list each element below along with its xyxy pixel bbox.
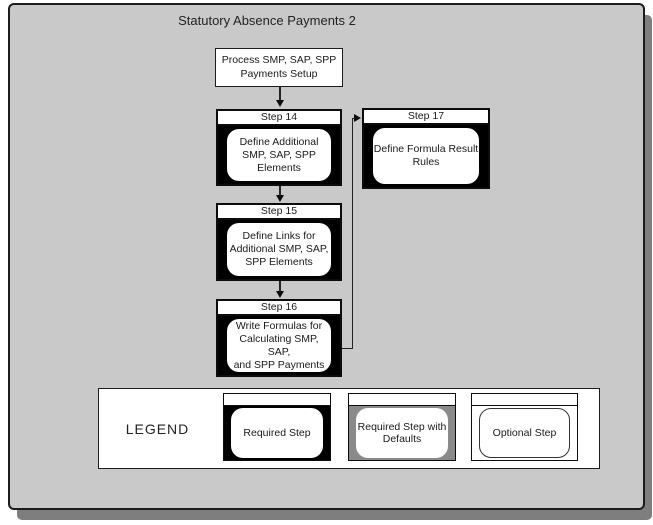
legend-item-required-with-defaults: Required Step with Defaults xyxy=(348,393,456,461)
step-line: and SPP Payments xyxy=(233,358,325,371)
connector-line xyxy=(279,186,281,196)
step-line: SPP Elements xyxy=(245,256,313,268)
step-line: Define Formula Result xyxy=(373,143,479,155)
step-16-body: Write Formulas for Calculating SMP, SAP,… xyxy=(218,316,340,375)
step-line: Define Links for xyxy=(242,230,316,242)
step-line: Calculating SMP, SAP, xyxy=(239,332,319,358)
step-line: Define Additional xyxy=(239,135,319,148)
legend-item-label: Required Step xyxy=(243,427,311,439)
connector-line xyxy=(279,87,281,100)
connector-line xyxy=(342,347,353,349)
step-17-box: Step 17 Define Formula Result Rules xyxy=(362,108,490,189)
step-line: Rules xyxy=(412,156,440,168)
legend-item-inner: Optional Step xyxy=(479,408,570,458)
connector-line xyxy=(352,117,355,119)
legend-item-inner: Required Step xyxy=(231,408,323,458)
step-16-inner: Write Formulas for Calculating SMP, SAP,… xyxy=(227,319,331,372)
arrow-down-icon xyxy=(275,100,284,107)
legend-item-label: Required Step with xyxy=(357,421,447,433)
connector-line xyxy=(351,117,353,349)
diagram-title: Statutory Absence Payments 2 xyxy=(178,13,356,28)
arrow-right-icon xyxy=(354,114,361,122)
legend-item-body: Required Step xyxy=(224,406,330,460)
legend-item-optional: Optional Step xyxy=(471,393,578,461)
step-16-header: Step 16 xyxy=(218,301,340,316)
legend-item-label: Defaults xyxy=(382,433,422,445)
step-17-inner: Define Formula Result Rules xyxy=(373,128,479,184)
step-line: Write Formulas for xyxy=(235,319,323,332)
step-14-inner: Define Additional SMP, SAP, SPP Elements xyxy=(227,129,331,181)
arrow-down-icon xyxy=(275,291,284,298)
legend-item-header xyxy=(349,394,455,406)
legend-item-header xyxy=(224,394,330,406)
legend-label: LEGEND xyxy=(125,420,190,437)
legend-item-body: Optional Step xyxy=(472,406,577,460)
step-line: Elements xyxy=(257,161,301,174)
legend-item-required: Required Step xyxy=(223,393,331,461)
step-16-box: Step 16 Write Formulas for Calculating S… xyxy=(216,299,342,377)
arrow-down-icon xyxy=(275,195,284,202)
legend-item-label: Optional Step xyxy=(492,427,557,439)
connector-line xyxy=(279,281,281,291)
start-box-line: Payments Setup xyxy=(240,67,318,80)
start-box-line: Process SMP, SAP, SPP xyxy=(221,54,337,66)
legend-item-header xyxy=(472,394,577,406)
step-line: SMP, SAP, SPP xyxy=(242,148,316,161)
step-line: Additional SMP, SAP, xyxy=(229,243,329,255)
legend-item-body: Required Step with Defaults xyxy=(349,406,455,460)
step-15-header: Step 15 xyxy=(218,205,340,220)
step-15-inner: Define Links for Additional SMP, SAP, SP… xyxy=(227,223,331,276)
start-box: Process SMP, SAP, SPP Payments Setup xyxy=(215,48,343,87)
step-15-body: Define Links for Additional SMP, SAP, SP… xyxy=(218,220,340,279)
step-14-body: Define Additional SMP, SAP, SPP Elements xyxy=(218,126,340,184)
step-14-box: Step 14 Define Additional SMP, SAP, SPP … xyxy=(216,109,342,186)
legend-item-inner: Required Step with Defaults xyxy=(356,408,448,458)
step-15-box: Step 15 Define Links for Additional SMP,… xyxy=(216,203,342,281)
step-17-body: Define Formula Result Rules xyxy=(364,125,488,187)
step-17-header: Step 17 xyxy=(364,110,488,125)
step-14-header: Step 14 xyxy=(218,111,340,126)
